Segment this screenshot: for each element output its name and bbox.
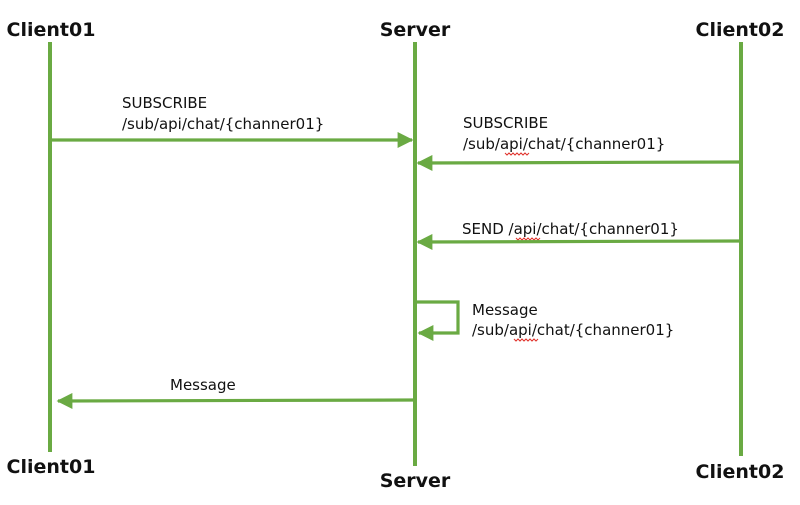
message-5-arrow xyxy=(56,392,415,409)
message-2-arrow xyxy=(416,154,741,171)
message-4-label-line1: Message xyxy=(472,301,538,319)
message-4-self-arrow xyxy=(416,300,460,341)
client01-bottom-label: Client01 xyxy=(7,456,96,478)
server-top-label: Server xyxy=(380,19,451,41)
server-bottom-label: Server xyxy=(380,470,451,492)
message-2-spellcheck-underline xyxy=(504,152,530,156)
client02-top-label: Client02 xyxy=(696,19,785,41)
message-3-label: SEND /api/chat/{channer01} xyxy=(462,220,679,238)
message-5-label: Message xyxy=(170,376,236,394)
message-2-label-line2: /sub/api/chat/{channer01} xyxy=(463,135,665,153)
message-4-label-line2: /sub/api/chat/{channer01} xyxy=(472,321,674,339)
message-1-label-line1: SUBSCRIBE xyxy=(122,94,207,112)
message-3-arrow xyxy=(416,233,741,250)
client02-bottom-label: Client02 xyxy=(696,461,785,483)
message-4-spellcheck-underline xyxy=(513,338,539,342)
message-3-spellcheck-underline xyxy=(515,237,541,241)
message-1-label-line2: /sub/api/chat/{channer01} xyxy=(122,115,324,133)
message-2-label-line1: SUBSCRIBE xyxy=(463,114,548,132)
client01-top-label: Client01 xyxy=(7,19,96,41)
